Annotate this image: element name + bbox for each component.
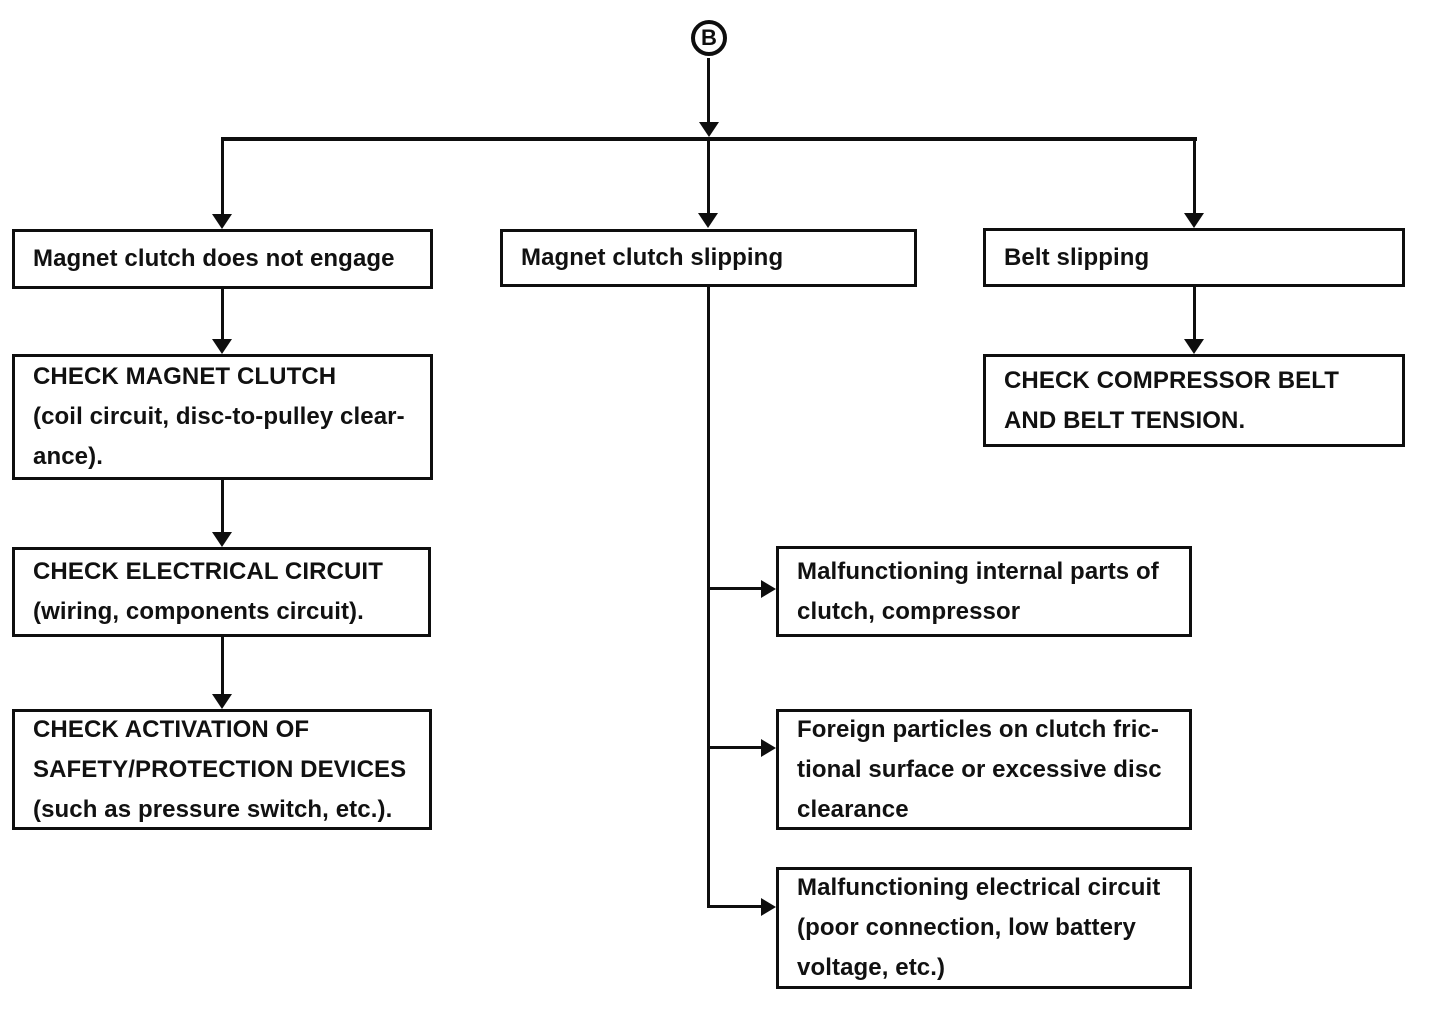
box-text-line: CHECK MAGNET CLUTCH: [33, 363, 337, 390]
connector-line-branch-1: [707, 587, 762, 590]
box-text-line: CHECK COMPRESSOR BELT: [1004, 366, 1340, 394]
connector-line-top-horizontal: [221, 137, 1197, 141]
box-text-line: clearance: [797, 795, 909, 823]
connector-line-b-stem: [707, 58, 710, 124]
connector-line-center-stem: [707, 287, 710, 908]
box-text-line: Malfunctioning electrical circuit: [797, 874, 1161, 901]
flow-box-foreign-particles: Foreign particles on clutch fric- tional…: [776, 709, 1192, 830]
box-text-line: SAFETY/PROTECTION DEVICES: [33, 755, 407, 783]
connector-line-branch-2: [707, 746, 762, 749]
flow-box-check-compressor-belt: CHECK COMPRESSOR BELT AND BELT TENSION.: [983, 354, 1405, 447]
box-text-line: Magnet clutch does not engage: [33, 245, 395, 272]
flow-box-belt-slipping: Belt slipping: [983, 228, 1405, 287]
flow-box-check-activation-safety-devices: CHECK ACTIVATION OF SAFETY/PROTECTION DE…: [12, 709, 432, 830]
box-text-line: Magnet clutch slipping: [521, 244, 784, 271]
connector-line-left-1: [221, 289, 224, 341]
box-text-line: (wiring, components circuit).: [33, 598, 364, 625]
box-text-line: Malfunctioning internal parts of: [797, 557, 1159, 585]
connector-line-drop-left: [221, 141, 224, 214]
connector-line-left-2: [221, 480, 224, 534]
arrow-down-icon: [699, 122, 719, 137]
flow-box-malfunctioning-electrical-circuit: Malfunctioning electrical circuit (poor …: [776, 867, 1192, 989]
box-text-line: (coil circuit, disc-to-pulley clear-: [33, 403, 405, 430]
arrow-down-icon: [212, 214, 232, 229]
box-text-line: (such as pressure switch, etc.).: [33, 795, 393, 823]
box-text-line: tional surface or excessive disc: [797, 755, 1162, 783]
connector-b-label: B: [701, 25, 717, 50]
flow-box-check-electrical-circuit: CHECK ELECTRICAL CIRCUIT (wiring, compon…: [12, 547, 431, 637]
connector-line-branch-3: [707, 905, 762, 908]
box-text-line: Belt slipping: [1004, 243, 1150, 271]
box-text-line: voltage, etc.): [797, 954, 946, 981]
box-text-line: clutch, compressor: [797, 597, 1021, 625]
box-text-line: AND BELT TENSION.: [1004, 406, 1246, 434]
connector-b-circle: B: [691, 20, 727, 56]
box-text-line: CHECK ACTIVATION OF: [33, 715, 310, 743]
flow-box-check-magnet-clutch: CHECK MAGNET CLUTCH (coil circuit, disc-…: [12, 354, 433, 480]
arrow-right-icon: [761, 739, 776, 757]
connector-line-right-1: [1193, 287, 1196, 341]
arrow-right-icon: [761, 898, 776, 916]
arrow-down-icon: [212, 532, 232, 547]
flow-box-malfunctioning-internal-parts: Malfunctioning internal parts of clutch,…: [776, 546, 1192, 637]
arrow-down-icon: [1184, 339, 1204, 354]
box-text-line: Foreign particles on clutch fric-: [797, 715, 1160, 743]
connector-line-drop-right: [1193, 141, 1196, 213]
arrow-down-icon: [212, 694, 232, 709]
box-text-line: CHECK ELECTRICAL CIRCUIT: [33, 558, 383, 585]
arrow-right-icon: [761, 580, 776, 598]
arrow-down-icon: [1184, 213, 1204, 228]
box-text-line: ance).: [33, 443, 103, 470]
connector-line-drop-center: [707, 141, 710, 214]
connector-line-left-3: [221, 637, 224, 696]
flow-box-magnet-clutch-slipping: Magnet clutch slipping: [500, 229, 917, 287]
arrow-down-icon: [212, 339, 232, 354]
arrow-down-icon: [698, 213, 718, 228]
flow-box-magnet-clutch-not-engage: Magnet clutch does not engage: [12, 229, 433, 289]
box-text-line: (poor connection, low battery: [797, 914, 1136, 941]
